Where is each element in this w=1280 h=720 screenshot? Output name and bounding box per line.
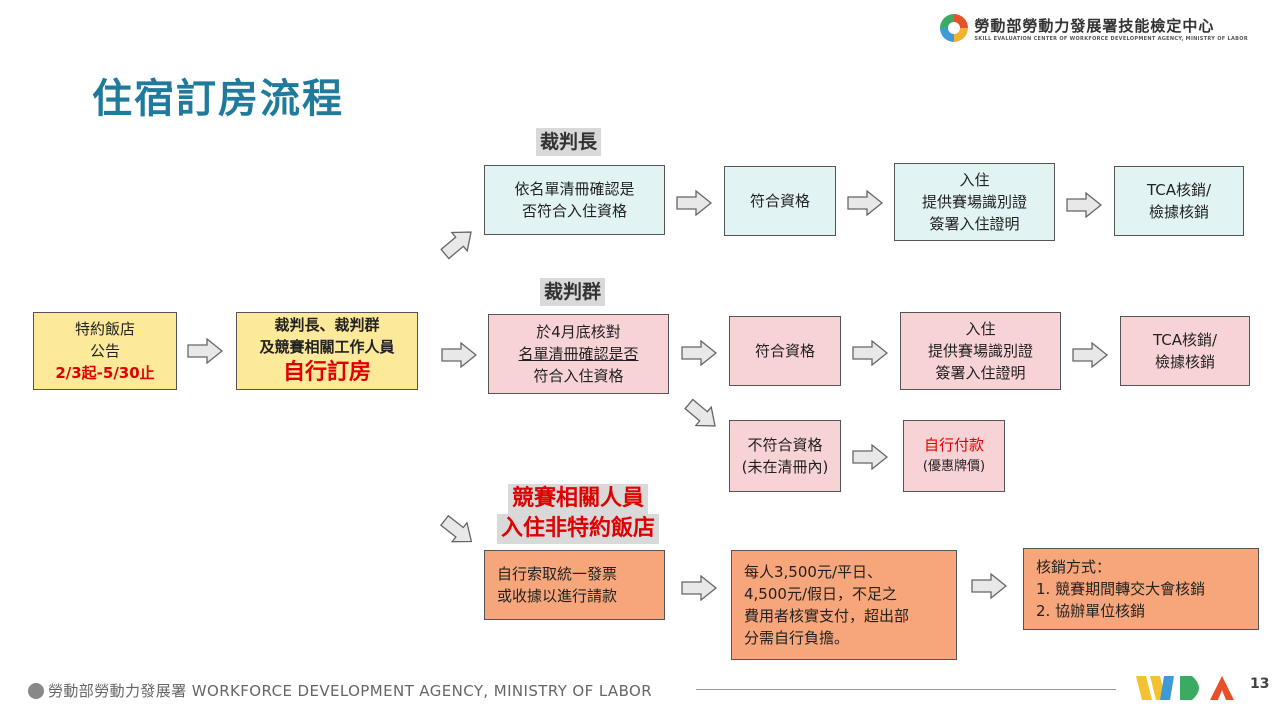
- judges-check-line3: 符合入住資格: [533, 367, 624, 385]
- org-logo-icon: [940, 14, 969, 42]
- self-pay-box: 自行付款 (優惠牌價): [903, 420, 1005, 492]
- footer-divider: [696, 689, 1116, 690]
- judges-checkin-line3: 簽署入住證明: [935, 364, 1026, 382]
- rate-line3: 費用者核實支付，超出部: [744, 607, 910, 625]
- arrow-right-icon: [1066, 192, 1102, 218]
- judges-tca-box: TCA核銷/ 檢據核銷: [1120, 316, 1250, 386]
- method-line3: 2. 協辦單位核銷: [1036, 602, 1146, 620]
- method-line2: 1. 競賽期間轉交大會核銷: [1036, 580, 1206, 598]
- arrow-up-right-icon: [440, 231, 472, 260]
- chief-tca-line2: 檢據核銷: [1148, 203, 1209, 221]
- judges-tca-line1: TCA核銷/: [1152, 331, 1218, 349]
- rate-line4: 分需自行負擔。: [744, 629, 850, 647]
- self-pay-line2: (優惠牌價): [922, 459, 986, 474]
- judges-unqualified-line1: 不符合資格: [747, 436, 823, 454]
- judges-check-line2: 名單清冊確認是否: [518, 345, 639, 363]
- org-name-en: SKILL EVALUATION CENTER OF WORKFORCE DEV…: [974, 35, 1248, 42]
- rate-line1: 每人3,500元/平日、: [744, 563, 882, 581]
- chief-check-line2: 否符合入住資格: [521, 202, 627, 220]
- page-title: 住宿訂房流程: [92, 76, 344, 122]
- others-label-line2: 入住非特約飯店: [497, 514, 660, 544]
- arrow-right-icon: [187, 338, 223, 364]
- invoice-line1: 自行索取統一發票: [497, 565, 618, 583]
- self-booking-line1: 裁判長、裁判群: [274, 316, 380, 334]
- judges-check-line1: 於4月底核對: [536, 323, 621, 341]
- chief-checkin-line1: 入住: [959, 171, 990, 189]
- judges-tca-line2: 檢據核銷: [1154, 353, 1215, 371]
- arrow-right-icon: [852, 340, 888, 366]
- chief-tca-box: TCA核銷/ 檢據核銷: [1114, 166, 1244, 236]
- chief-check-line1: 依名單清冊確認是: [514, 180, 635, 198]
- arrow-right-icon: [852, 444, 888, 470]
- method-line1: 核銷方式：: [1036, 558, 1112, 576]
- chief-checkin-line2: 提供賽場識別證: [921, 193, 1027, 211]
- chief-qualified-box: 符合資格: [724, 166, 836, 236]
- chief-tca-line1: TCA核銷/: [1146, 181, 1212, 199]
- judges-checkin-line1: 入住: [965, 320, 996, 338]
- reimburse-method-box: 核銷方式： 1. 競賽期間轉交大會核銷 2. 協辦單位核銷: [1023, 548, 1259, 630]
- chief-qualified-text: 符合資格: [749, 192, 810, 210]
- arrow-down-right-icon: [439, 514, 473, 543]
- header-org: 勞動部勞動力發展署技能檢定中心 SKILL EVALUATION CENTER …: [940, 14, 1248, 42]
- footer-agency: 勞動部勞動力發展署 WORKFORCE DEVELOPMENT AGENCY, …: [28, 680, 652, 701]
- invoice-box: 自行索取統一發票 或收據以進行請款: [484, 550, 665, 620]
- judges-unqualified-line2: (未在清冊內): [741, 458, 829, 476]
- wda-logo-icon: [1136, 676, 1234, 700]
- arrow-down-right-icon: [684, 398, 716, 427]
- footer-agency-text: 勞動部勞動力發展署 WORKFORCE DEVELOPMENT AGENCY, …: [48, 682, 653, 700]
- others-label-line1: 競賽相關人員: [508, 484, 649, 514]
- judges-qualified-text: 符合資格: [754, 342, 815, 360]
- start-line1: 特約飯店: [74, 320, 135, 338]
- self-booking-box: 裁判長、裁判群 及競賽相關工作人員 自行訂房: [236, 312, 418, 390]
- arrow-right-icon: [441, 342, 477, 368]
- judges-checkin-line2: 提供賽場識別證: [927, 342, 1033, 360]
- judges-check-box: 於4月底核對 名單清冊確認是否 符合入住資格: [488, 314, 669, 394]
- chief-checkin-box: 入住 提供賽場識別證 簽署入住證明: [894, 163, 1055, 241]
- arrow-right-icon: [681, 575, 717, 601]
- agency-logo-icon: [28, 682, 44, 699]
- judges-label: 裁判群: [540, 278, 606, 306]
- arrow-right-icon: [676, 190, 712, 216]
- arrow-right-icon: [971, 573, 1007, 599]
- self-booking-line2: 及競賽相關工作人員: [259, 338, 395, 356]
- others-label: 競賽相關人員 入住非特約飯店: [497, 484, 660, 544]
- start-period: 2/3起-5/30止: [55, 364, 155, 382]
- self-booking-emphasis: 自行訂房: [282, 360, 371, 385]
- org-name-zh: 勞動部勞動力發展署技能檢定中心: [974, 16, 1215, 35]
- chief-judge-label: 裁判長: [536, 128, 602, 156]
- arrow-right-icon: [1072, 342, 1108, 368]
- hotel-announcement-box: 特約飯店 公告 2/3起-5/30止: [33, 312, 177, 390]
- start-line2: 公告: [89, 342, 120, 360]
- invoice-line2: 或收據以進行請款: [497, 587, 618, 605]
- rate-line2: 4,500元/假日，不足之: [744, 585, 897, 603]
- judges-checkin-box: 入住 提供賽場識別證 簽署入住證明: [900, 312, 1061, 390]
- chief-checkin-line3: 簽署入住證明: [929, 215, 1020, 233]
- judges-unqualified-box: 不符合資格 (未在清冊內): [729, 420, 841, 492]
- rate-box: 每人3,500元/平日、 4,500元/假日，不足之 費用者核實支付，超出部 分…: [731, 550, 957, 660]
- arrow-right-icon: [847, 190, 883, 216]
- arrow-right-icon: [681, 340, 717, 366]
- self-pay-line1: 自行付款: [923, 436, 984, 454]
- chief-check-box: 依名單清冊確認是 否符合入住資格: [484, 165, 665, 235]
- page-number: 13: [1250, 676, 1270, 692]
- judges-qualified-box: 符合資格: [729, 316, 841, 386]
